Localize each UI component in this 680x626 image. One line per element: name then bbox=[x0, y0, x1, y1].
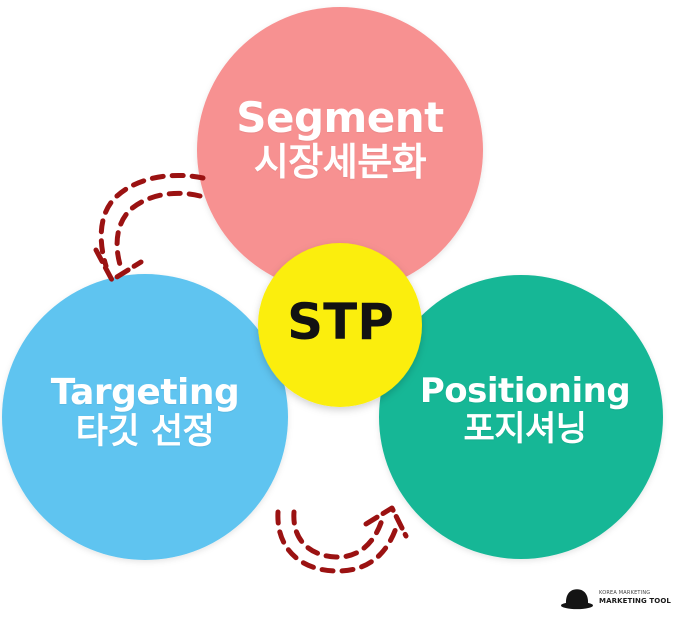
arrow-segment-to-targeting bbox=[93, 172, 206, 283]
watermark-line-2: MARKETING TOOL bbox=[599, 597, 671, 605]
watermark-logo: KOREA MARKETING MARKETING TOOL bbox=[560, 578, 672, 618]
arrow-targeting-to-positioning-head bbox=[363, 505, 409, 539]
circle-positioning[interactable] bbox=[379, 275, 663, 559]
arrow-segment-to-targeting-stroke-inner bbox=[114, 190, 203, 271]
watermark-text-block: KOREA MARKETING MARKETING TOOL bbox=[599, 590, 671, 606]
circle-stp-center[interactable] bbox=[258, 243, 422, 407]
arrow-targeting-to-positioning bbox=[275, 505, 409, 574]
arrow-segment-to-targeting-head bbox=[93, 247, 144, 283]
arrow-segment-to-targeting-stroke-outer bbox=[98, 172, 206, 269]
bowler-hat-icon bbox=[561, 589, 593, 610]
circle-targeting[interactable] bbox=[2, 274, 288, 560]
arrow-targeting-to-positioning-stroke-outer bbox=[275, 509, 399, 574]
watermark-line-1: KOREA MARKETING bbox=[599, 590, 651, 596]
circle-segment[interactable] bbox=[197, 7, 483, 293]
arrow-targeting-to-positioning-stroke-inner bbox=[291, 509, 385, 560]
